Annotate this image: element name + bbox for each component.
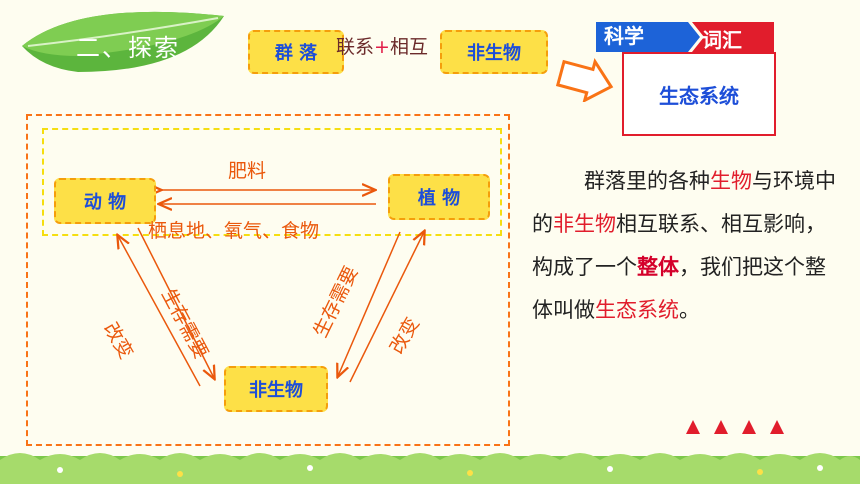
para-text-1: 群落里的各种 xyxy=(584,169,710,193)
highlight-frame xyxy=(42,128,502,236)
emphasis-marks xyxy=(686,420,784,434)
definition-paragraph: 群落里的各种生物与环境中的非生物相互联系、相互影响，构成了一个整体，我们把这个整… xyxy=(532,160,842,332)
triangle-icon xyxy=(742,420,756,434)
leaf-icon xyxy=(22,11,224,72)
triangle-icon xyxy=(686,420,700,434)
para-highlight-whole: 整体 xyxy=(637,255,679,279)
community-label: 群 落 xyxy=(248,30,344,74)
partial-caption: 联系+相互 xyxy=(336,32,428,59)
hollow-arrow-icon xyxy=(556,58,614,102)
para-text-5: 。 xyxy=(679,298,700,322)
node-nonliving: 非生物 xyxy=(224,366,328,412)
para-highlight-ecosystem: 生态系统 xyxy=(595,298,679,322)
vocab-banner xyxy=(596,22,774,52)
page-title: 二、探索 xyxy=(76,34,180,62)
title-leaf: 二、探索 xyxy=(18,6,230,78)
triangle-icon xyxy=(770,420,784,434)
diagram-frame xyxy=(26,114,510,446)
partial-text-b: 相互 xyxy=(389,36,428,58)
vocab-term: 生态系统 xyxy=(659,83,739,108)
label-habitat: 栖息地、氧气、食物 xyxy=(148,220,320,242)
para-text-2: 与环境中的 xyxy=(532,169,836,236)
triangle-icon xyxy=(714,420,728,434)
para-highlight-nonliving: 非生物 xyxy=(553,212,616,236)
label-fertilizer: 肥料 xyxy=(228,160,267,182)
partial-text-a: 联系 xyxy=(336,36,375,58)
para-highlight-organisms: 生物 xyxy=(710,169,752,193)
vocab-banner-left: 科学 xyxy=(604,24,644,48)
node-animal: 动 物 xyxy=(54,178,156,224)
para-text-3: 相互联系、相互影响，构成了一个 xyxy=(532,212,826,279)
partial-plus: + xyxy=(374,36,390,58)
grass-decoration xyxy=(0,453,860,484)
node-plant: 植 物 xyxy=(388,174,490,220)
vocab-term-box: 生态系统 xyxy=(622,52,776,136)
para-text-4: ，我们把这个整体叫做 xyxy=(532,255,826,322)
vocab-banner-right: 词汇 xyxy=(702,28,742,52)
nonliving-label-top: 非生物 xyxy=(440,30,548,74)
